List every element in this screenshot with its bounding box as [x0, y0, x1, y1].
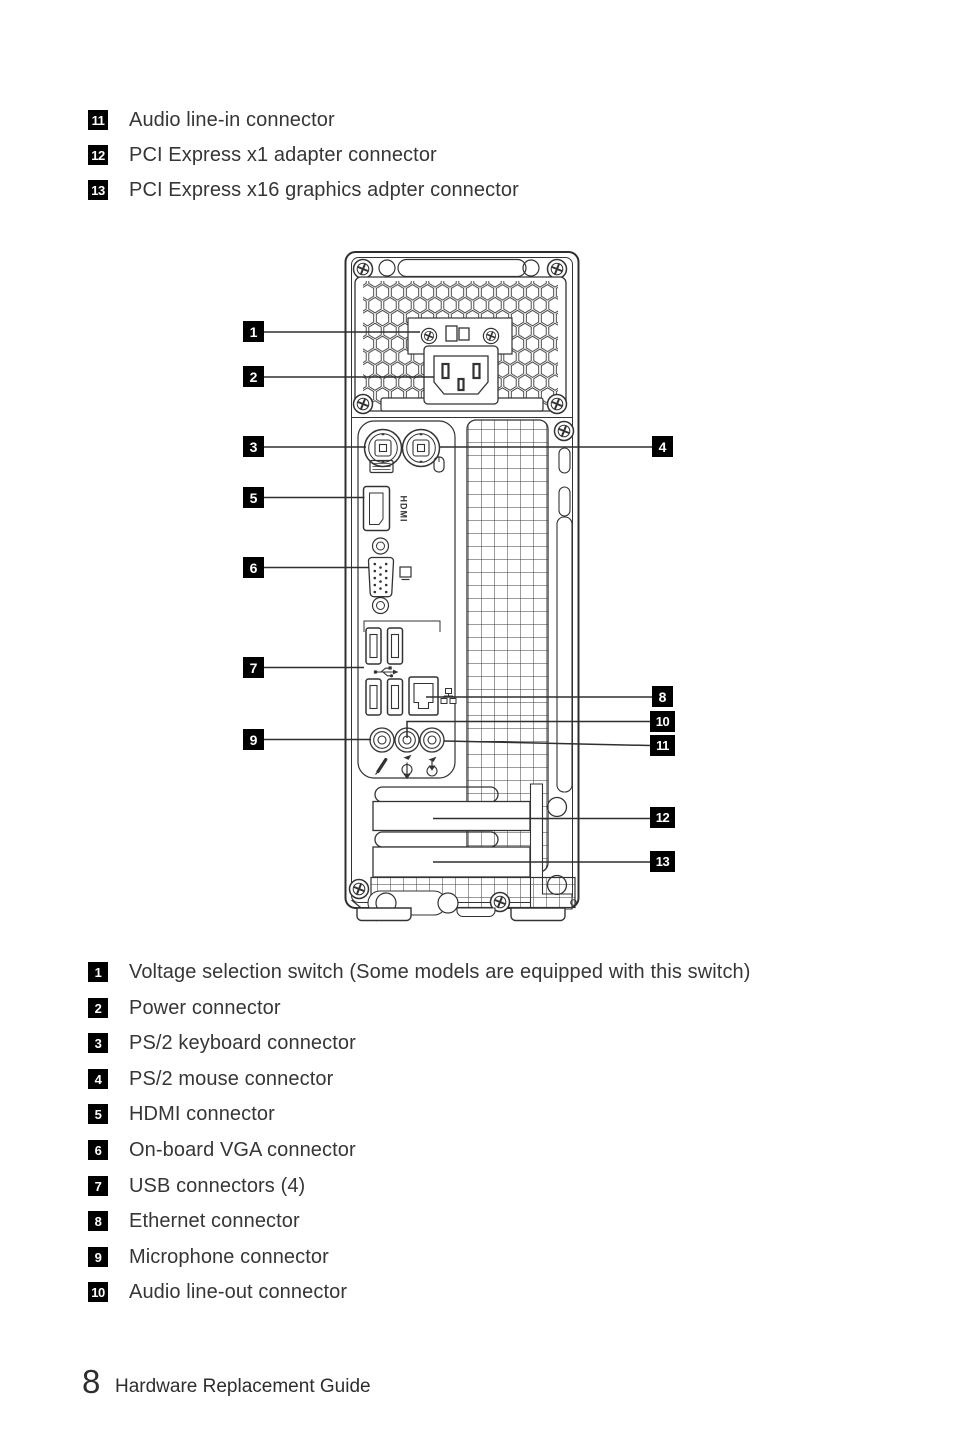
callout-12: 12	[650, 807, 675, 828]
microphone-connector	[369, 727, 395, 753]
mouse-icon	[433, 456, 445, 473]
callout-8: 8	[652, 686, 673, 707]
callout-lines	[264, 331, 652, 863]
list-item: 12 PCI Express x1 adapter connector	[88, 145, 437, 166]
item-label: HDMI connector	[129, 1103, 275, 1125]
item-badge: 11	[88, 110, 108, 130]
keyboard-icon	[369, 459, 394, 474]
item-badge: 12	[88, 145, 108, 165]
monitor-icon	[399, 566, 412, 581]
list-item: 10 Audio line-out connector	[88, 1282, 347, 1303]
pci-express-x1-slot	[372, 786, 531, 832]
list-item: 5 HDMI connector	[88, 1104, 275, 1125]
callout-3: 3	[243, 436, 264, 457]
page-number: 8	[82, 1363, 101, 1400]
item-badge: 13	[88, 180, 108, 200]
callout-9: 9	[243, 729, 264, 750]
power-connector	[423, 345, 499, 405]
list-item: 3 PS/2 keyboard connector	[88, 1033, 356, 1054]
item-label: PCI Express x16 graphics adpter connecto…	[129, 179, 519, 201]
callout-1: 1	[243, 321, 264, 342]
chassis-feet	[356, 907, 566, 922]
item-badge: 9	[88, 1247, 108, 1267]
list-item: 2 Power connector	[88, 998, 281, 1019]
item-label: Ethernet connector	[129, 1210, 300, 1232]
item-label: On-board VGA connector	[129, 1139, 356, 1161]
network-icon	[440, 688, 457, 704]
item-badge: 5	[88, 1104, 108, 1124]
ethernet-connector	[408, 676, 439, 716]
list-item: 7 USB connectors (4)	[88, 1176, 305, 1197]
callout-2: 2	[243, 366, 264, 387]
list-item: 8 Ethernet connector	[88, 1211, 300, 1232]
item-label: Microphone connector	[129, 1246, 329, 1268]
item-label: PS/2 keyboard connector	[129, 1032, 356, 1054]
callout-13: 13	[650, 851, 675, 872]
item-badge: 3	[88, 1033, 108, 1053]
footer-title: Hardware Replacement Guide	[115, 1376, 371, 1397]
hdmi-connector: HDMI	[362, 485, 409, 532]
item-badge: 8	[88, 1211, 108, 1231]
microphone-icon	[375, 757, 388, 775]
vga-connector	[367, 537, 395, 615]
item-label: USB connectors (4)	[129, 1175, 306, 1197]
list-item: 1 Voltage selection switch (Some models …	[88, 962, 751, 983]
item-label: Audio line-out connector	[129, 1281, 348, 1303]
item-label: Audio line-in connector	[129, 109, 335, 131]
list-item: 6 On-board VGA connector	[88, 1140, 356, 1161]
line-in-icon	[426, 756, 438, 777]
item-label: Voltage selection switch (Some models ar…	[129, 961, 751, 983]
item-badge: 1	[88, 962, 108, 982]
list-item: 9 Microphone connector	[88, 1247, 329, 1268]
list-item: 4 PS/2 mouse connector	[88, 1069, 333, 1090]
callout-5: 5	[243, 487, 264, 508]
usb-connectors	[363, 620, 441, 716]
usb-icon	[373, 666, 399, 678]
line-out-icon	[401, 754, 413, 780]
list-item: 13 PCI Express x16 graphics adpter conne…	[88, 180, 519, 201]
callout-7: 7	[243, 657, 264, 678]
item-badge: 7	[88, 1176, 108, 1196]
item-label: PCI Express x1 adapter connector	[129, 144, 437, 166]
list-item: 11 Audio line-in connector	[88, 110, 335, 131]
callout-4: 4	[652, 436, 673, 457]
item-badge: 4	[88, 1069, 108, 1089]
callout-6: 6	[243, 557, 264, 578]
item-label: Power connector	[129, 997, 281, 1019]
hdmi-port-label: HDMI	[399, 496, 409, 523]
callout-11: 11	[650, 735, 675, 756]
item-label: PS/2 mouse connector	[129, 1068, 334, 1090]
callout-10: 10	[650, 711, 675, 732]
item-badge: 2	[88, 998, 108, 1018]
item-badge: 6	[88, 1140, 108, 1160]
item-badge: 10	[88, 1282, 108, 1302]
line-in-connector	[419, 727, 445, 753]
